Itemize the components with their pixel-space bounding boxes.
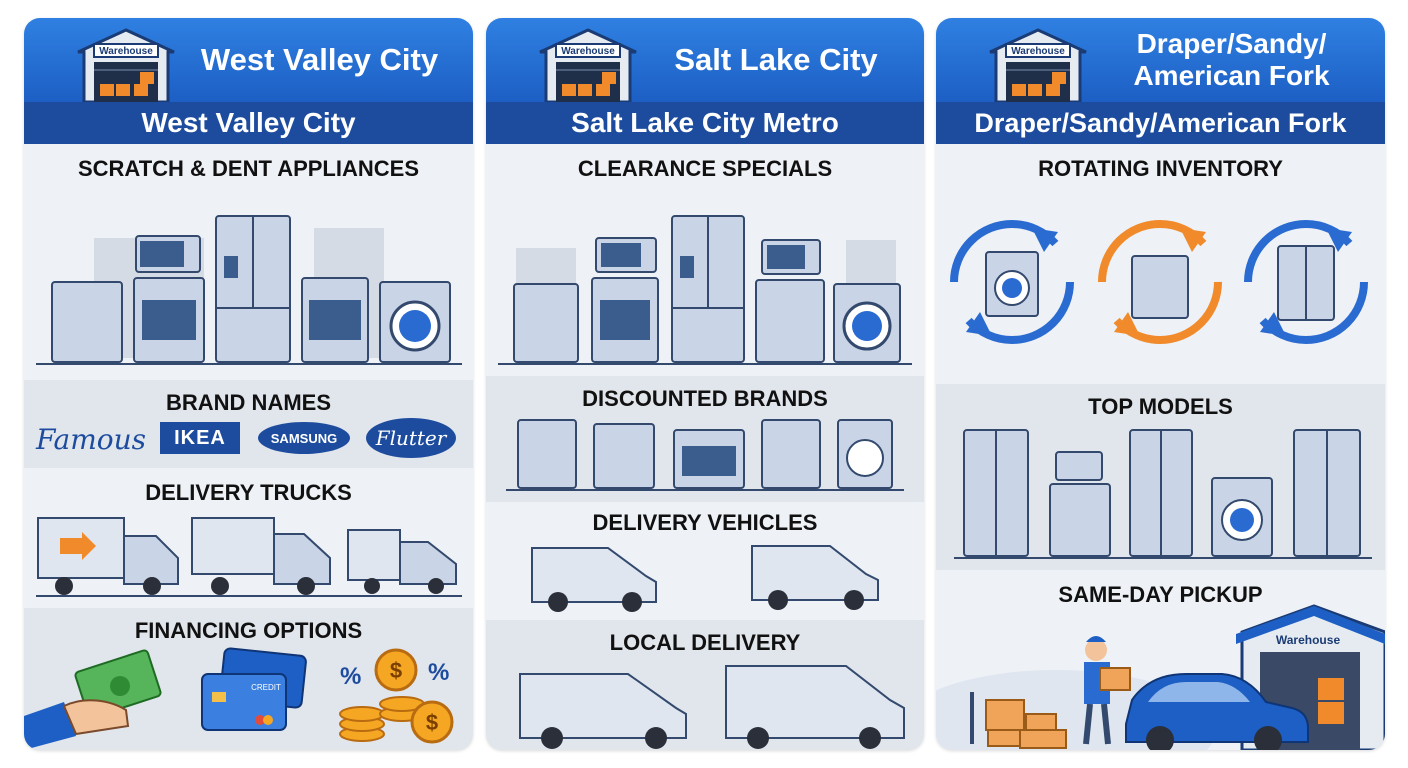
section-rotating-inventory: ROTATING INVENTORY <box>936 144 1385 384</box>
section-local-delivery: LOCAL DELIVERY <box>486 620 924 750</box>
van-row-illustration <box>519 665 905 749</box>
location-band: West Valley City <box>24 102 473 144</box>
rotating-inventory-illustration <box>950 220 1368 344</box>
header-title: Salt Lake City <box>674 42 878 77</box>
section-discounted-brands: DISCOUNTED BRANDS <box>486 376 924 502</box>
location-card-draper-sandy: Warehouse Draper/Sandy/ American Fork Dr… <box>936 18 1385 750</box>
pickup-illustration: Warehouse <box>936 604 1385 750</box>
section-title: BRAND NAMES <box>166 390 331 415</box>
brand-logo-famous: Famous <box>35 422 147 456</box>
section-title: DELIVERY TRUCKS <box>145 480 352 505</box>
header-title: West Valley City <box>200 42 439 77</box>
section-title: ROTATING INVENTORY <box>1038 156 1283 181</box>
brand-logo-flutter: Flutter <box>366 418 456 458</box>
card-header: Warehouse Salt Lake City <box>486 18 924 102</box>
appliance-row-illustration <box>506 419 904 491</box>
section-delivery-vehicles: DELIVERY VEHICLES <box>486 502 924 620</box>
warehouse-sign-text: Warehouse <box>1276 633 1341 647</box>
location-band: Salt Lake City Metro <box>486 102 924 144</box>
dollar-coin-icon <box>374 648 418 692</box>
brand-logo-samsung: SAMSUNG <box>258 422 350 454</box>
percent-icon: % <box>428 659 449 686</box>
location-card-west-valley: Warehouse West Valley City West Valley C… <box>24 18 473 750</box>
section-top-models: TOP MODELS <box>936 384 1385 570</box>
brand-logo-ikea: IKEA <box>160 422 240 454</box>
section-brand-names: BRAND NAMES Famous IKEA SAMSUNG Flutter <box>24 380 473 468</box>
svg-text:$: $ <box>426 710 438 735</box>
appliance-row-illustration <box>498 215 912 365</box>
header-title: Draper/Sandy/ American Fork <box>1133 28 1330 91</box>
section-title: SCRATCH & DENT APPLIANCES <box>77 156 419 181</box>
warehouse-sign-text: Warehouse <box>1011 46 1065 57</box>
card-header: Warehouse West Valley City <box>24 18 473 102</box>
warehouse-sign-text: Warehouse <box>561 46 615 57</box>
credit-card-label: CREDIT <box>251 683 281 692</box>
section-title: LOCAL DELIVERY <box>609 630 801 655</box>
card-header: Warehouse Draper/Sandy/ American Fork <box>936 18 1385 102</box>
section-title: CLEARANCE SPECIALS <box>577 156 833 181</box>
financing-illustration: CREDIT % % $ $ <box>24 647 454 750</box>
warehouse-icon: Warehouse <box>77 28 175 102</box>
truck-row-illustration <box>36 517 462 597</box>
percent-icon: % <box>340 663 361 690</box>
rotate-arrow-icon <box>1098 220 1222 344</box>
section-title: FINANCING OPTIONS <box>134 618 363 643</box>
worker-icon <box>1085 639 1107 661</box>
section-title: DELIVERY VEHICLES <box>592 510 818 535</box>
van-row-illustration <box>531 545 879 612</box>
appliance-row-illustration <box>36 215 462 365</box>
section-financing: FINANCING OPTIONS CREDIT % % $ $ <box>24 608 473 750</box>
svg-text:$: $ <box>390 658 402 683</box>
section-scratch-dent: SCRATCH & DENT APPLIANCES <box>24 144 473 380</box>
warehouse-icon: Warehouse <box>989 28 1087 102</box>
location-band: Draper/Sandy/American Fork <box>936 102 1385 144</box>
section-delivery-trucks: DELIVERY TRUCKS <box>24 468 473 608</box>
section-title: SAME-DAY PICKUP <box>1058 582 1263 607</box>
location-card-salt-lake: Warehouse Salt Lake City Salt Lake City … <box>486 18 924 750</box>
warehouse-icon: Warehouse <box>539 28 637 102</box>
section-same-day-pickup: SAME-DAY PICKUP Warehouse <box>936 570 1385 750</box>
section-title: TOP MODELS <box>1088 394 1233 419</box>
arrow-logo-icon <box>60 532 96 560</box>
rotate-arrow-icon <box>1244 220 1368 344</box>
rotate-arrow-icon <box>950 220 1074 344</box>
section-title: DISCOUNTED BRANDS <box>582 386 828 411</box>
warehouse-sign-text: Warehouse <box>99 46 153 57</box>
appliance-row-illustration <box>954 429 1372 559</box>
section-clearance: CLEARANCE SPECIALS <box>486 144 924 376</box>
